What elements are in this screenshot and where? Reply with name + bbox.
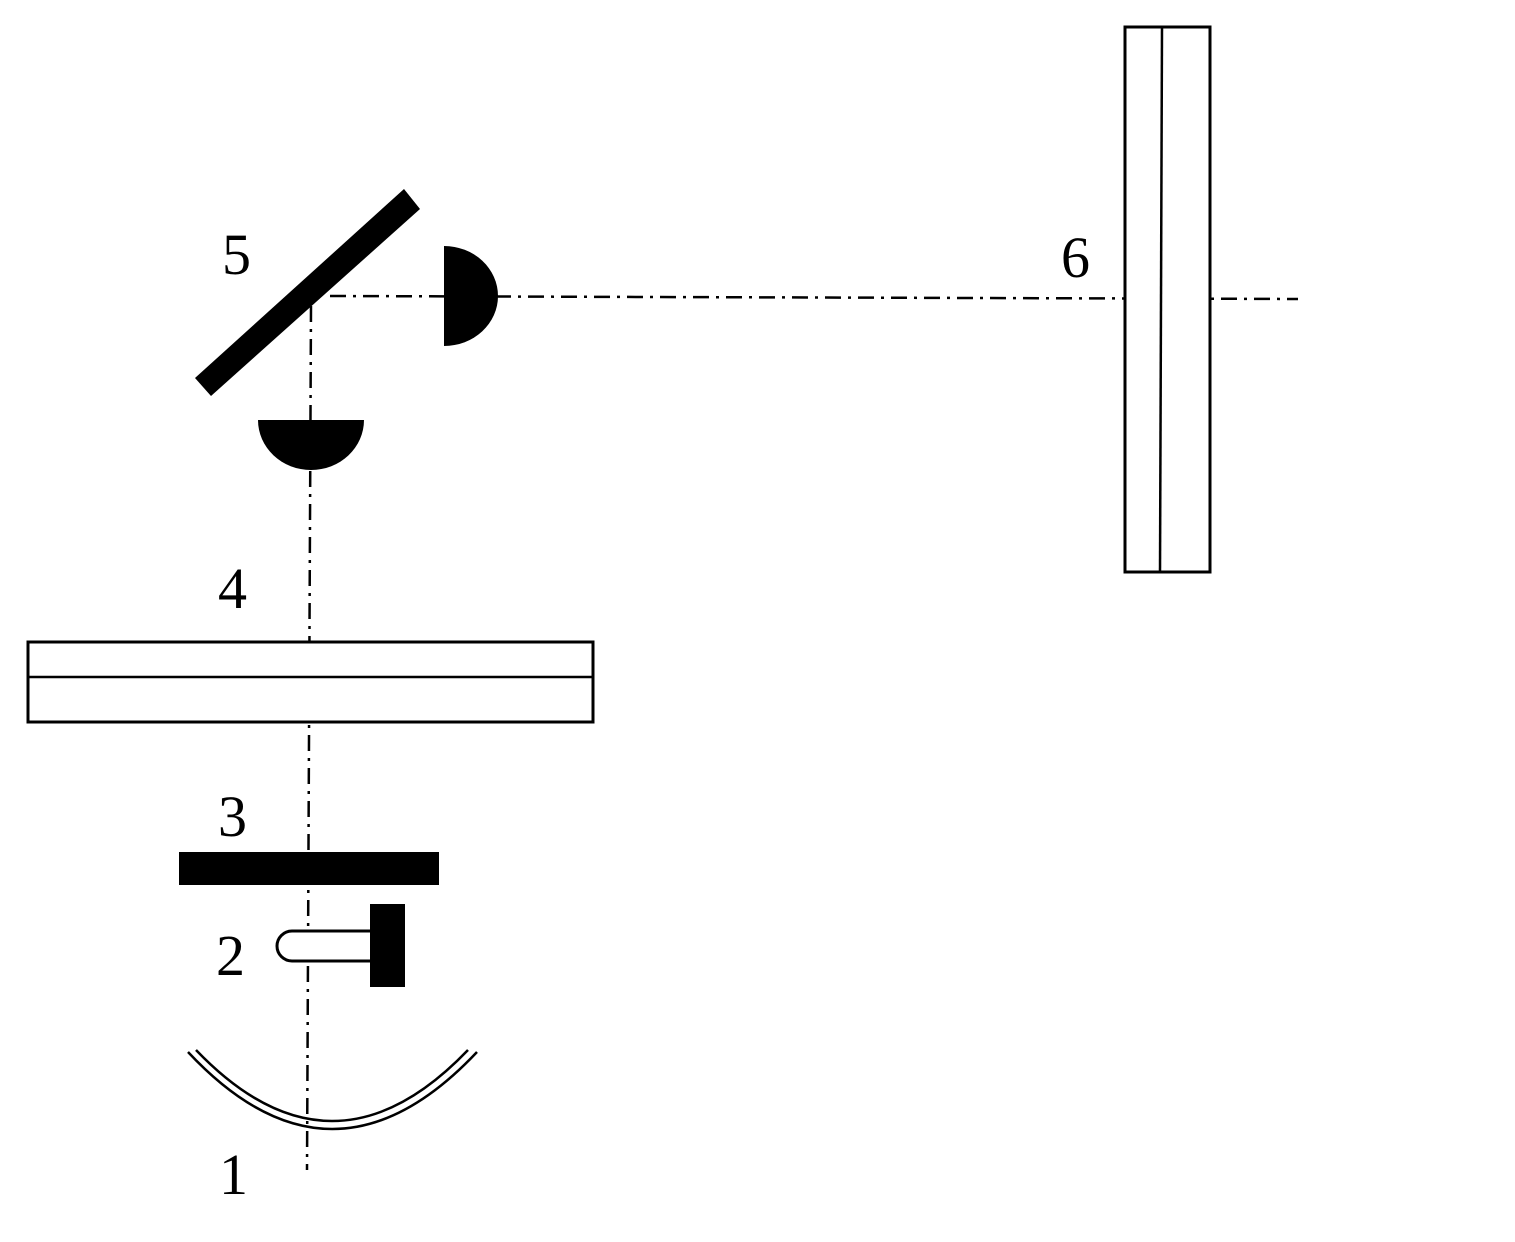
lamp-bulb (275, 929, 374, 963)
lamp-element (275, 904, 405, 987)
screen-divider (1158, 26, 1164, 573)
label-screen: 6 (1061, 225, 1090, 290)
filter-plate (179, 852, 439, 885)
reflector-inner-arc (195, 1049, 469, 1123)
label-mirror: 5 (222, 222, 251, 287)
lower-lens (258, 420, 364, 470)
label-reflector: 1 (219, 1142, 248, 1207)
lamp-holder (370, 904, 405, 987)
label-lamp: 2 (216, 923, 245, 988)
screen-element (1123, 25, 1212, 574)
screen-outline (1123, 25, 1212, 574)
label-filter: 3 (218, 784, 247, 849)
glass-plate-element (26, 640, 595, 724)
glass-plate-outline (26, 640, 595, 724)
reflector-outer-arc (187, 1051, 478, 1131)
part-labels: 1 2 3 4 5 6 (216, 222, 1090, 1207)
right-lens (444, 246, 498, 346)
diagonal-mirror (195, 189, 420, 396)
label-glass-plate: 4 (218, 556, 247, 621)
reflector-element (187, 1049, 478, 1131)
